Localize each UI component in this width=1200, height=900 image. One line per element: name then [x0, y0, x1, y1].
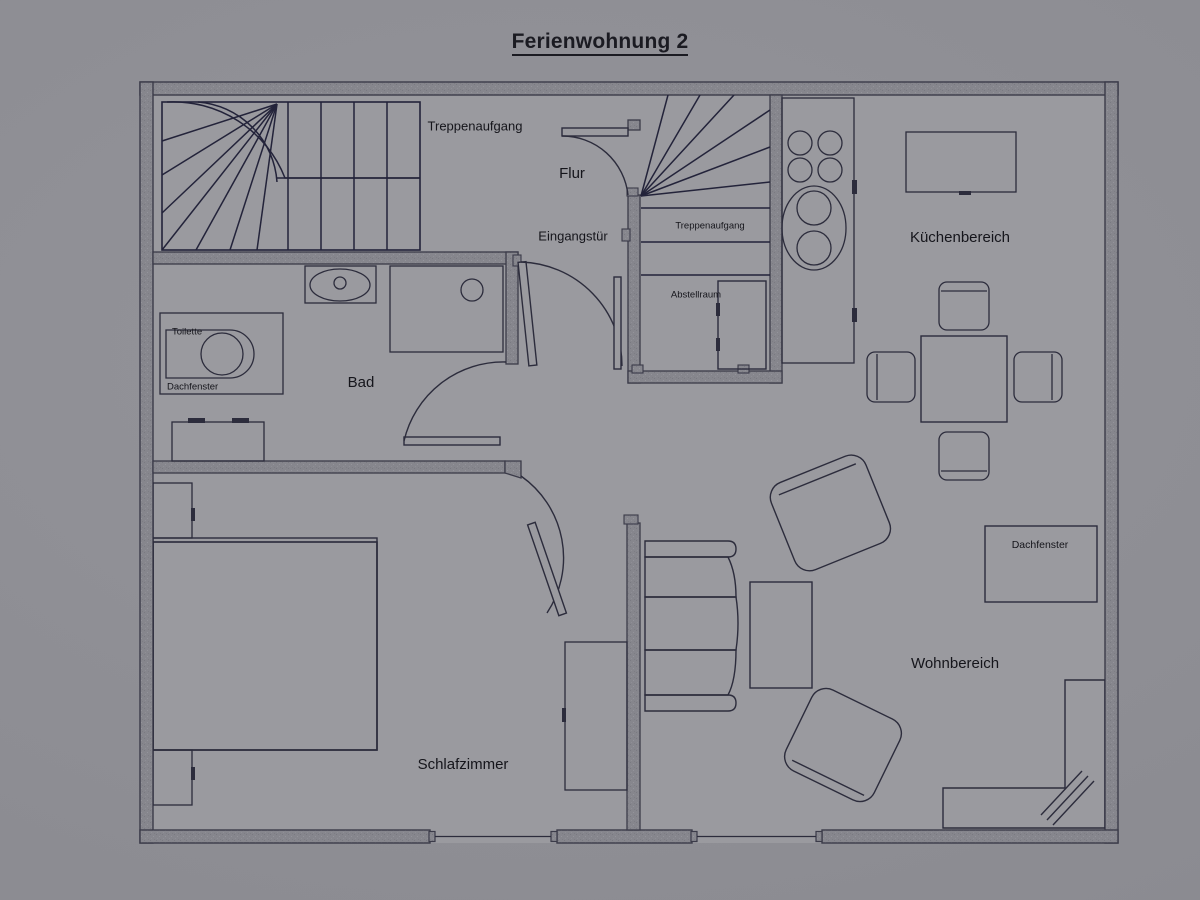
label-bad: Bad [348, 374, 375, 391]
nightstand-bottom [153, 749, 195, 806]
dining-chair-top [938, 281, 990, 331]
nightstand-top [153, 482, 195, 539]
jamb-central-a [623, 514, 639, 525]
wall-cabinet [905, 131, 1017, 195]
jamb-entrance-a [621, 228, 631, 242]
dining-chair-bottom [938, 431, 990, 481]
coffee-table [749, 581, 813, 689]
exterior-walls [139, 81, 1119, 844]
washbasin [304, 265, 377, 304]
wall-bedroom-right [626, 522, 641, 831]
corner-bench [942, 679, 1105, 829]
hall-door [561, 127, 629, 196]
armchair-lower [783, 687, 903, 803]
label-schlafzimmer: Schlafzimmer [418, 756, 509, 773]
label-wohnbereich: Wohnbereich [911, 655, 999, 672]
label-dachfenster-bad: Dachfenster [167, 382, 218, 393]
label-toilette: Toilette [172, 327, 202, 338]
dining-table [920, 335, 1008, 423]
bottom-wall-seg-1 [139, 829, 431, 844]
dachfenster-wohnbereich [984, 525, 1098, 603]
armchair-upper [769, 454, 892, 572]
wall-bath-bottom [152, 460, 506, 474]
vanity-cabinet [171, 418, 265, 462]
wardrobe [562, 641, 628, 791]
bottom-wall-seg-3 [821, 829, 1119, 844]
jamb-abstell-a [631, 364, 644, 374]
dining-chair-left [866, 351, 916, 403]
bedroom-door [520, 475, 568, 617]
stove-hob [787, 130, 843, 183]
label-kuechenbereich: Küchenbereich [910, 229, 1010, 246]
room-labels: Treppenaufgang Flur Eingangstür Treppena… [167, 118, 1069, 773]
storage-cabinet [716, 280, 767, 370]
toilet [159, 312, 284, 395]
wall-abstellraum-left [627, 194, 641, 384]
label-treppenaufgang-rechts: Treppenaufgang [675, 221, 744, 232]
inner-entrance-door [613, 276, 622, 370]
winder-staircase-left [161, 101, 421, 251]
page-title-text: Ferienwohnung 2 [511, 30, 689, 56]
label-treppenaufgang-links: Treppenaufgang [428, 118, 523, 133]
wall-bath-right-upper [505, 251, 519, 365]
label-dachfenster-wohnbereich: Dachfenster [1012, 539, 1069, 551]
wall-bedroom-door-jamb [504, 460, 522, 479]
page-title: Ferienwohnung 2 [0, 30, 1200, 56]
wall-hall-stub [627, 119, 641, 131]
bottom-wall-seg-2 [556, 829, 693, 844]
shower [389, 265, 504, 353]
sofa-three-seat [644, 540, 739, 712]
label-eingangstuer: Eingangstür [538, 228, 608, 243]
bed-frame [153, 537, 378, 751]
wall-bath-top [152, 251, 519, 265]
wall-kitchen-left [769, 94, 783, 384]
jamb-bath-a [512, 254, 522, 267]
bathroom-door [403, 361, 507, 446]
dining-chair-right [1013, 351, 1063, 403]
interior-walls [152, 94, 783, 831]
wall-abstellraum-bottom [627, 370, 783, 384]
label-abstellraum: Abstellraum [671, 290, 721, 301]
winder-staircase-right [640, 95, 771, 276]
label-flur: Flur [559, 165, 585, 182]
double-sink [781, 185, 847, 271]
